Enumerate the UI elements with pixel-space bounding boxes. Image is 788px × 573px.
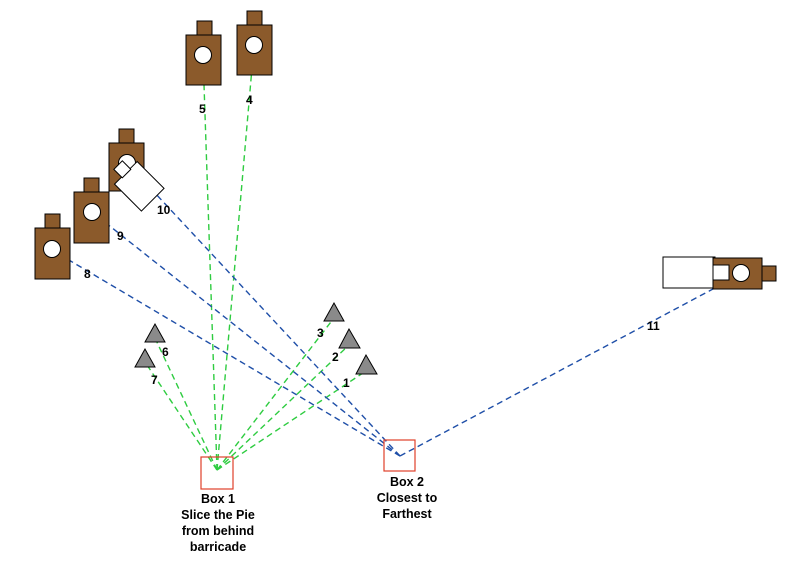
steel-target-3 <box>323 301 345 322</box>
box1-caption: Box 1 Slice the Pie from behind barricad… <box>181 492 255 554</box>
target-4 <box>236 10 273 76</box>
steel-target-2 <box>338 327 361 349</box>
sight-line-box2-t8 <box>51 249 401 457</box>
shooting-box-1 <box>200 456 234 490</box>
sight-line-box1-t3 <box>216 317 335 471</box>
target-9 <box>73 177 110 244</box>
box1-caption-line-4: barricade <box>190 540 246 554</box>
target-label-11: 11 <box>647 319 660 333</box>
sight-line-box1-t7 <box>144 361 218 471</box>
target-label-8: 8 <box>84 267 91 281</box>
box1-caption-line-2: Slice the Pie <box>181 508 255 522</box>
target-label-3: 3 <box>317 326 324 340</box>
box1-sight-lines <box>144 44 367 471</box>
box2-caption-line-3: Farthest <box>382 507 432 521</box>
sight-line-box1-t6 <box>154 337 218 471</box>
target-8 <box>34 213 71 280</box>
box2-sight-lines <box>51 162 742 457</box>
target-label-2: 2 <box>332 350 339 364</box>
sight-line-box1-t4 <box>216 44 255 471</box>
target-label-6: 6 <box>162 345 169 359</box>
steel-target-1 <box>355 353 378 375</box>
sight-line-box2-t11 <box>399 273 742 457</box>
no-shoot-panel-11 <box>662 256 716 289</box>
steel-target-7 <box>134 347 156 368</box>
box1-caption-line-3: from behind <box>182 524 254 538</box>
steel-target-6 <box>144 322 166 343</box>
target-5 <box>185 20 222 86</box>
target-label-5: 5 <box>199 102 206 116</box>
shooting-box-2 <box>383 439 416 472</box>
target-label-7: 7 <box>151 373 158 387</box>
target-11 <box>662 256 777 290</box>
box1-caption-line-1: Box 1 <box>201 492 235 506</box>
sight-line-box2-t9 <box>91 211 401 457</box>
box2-caption-line-2: Closest to <box>377 491 438 505</box>
target-label-1: 1 <box>343 376 350 390</box>
box2-caption-line-1: Box 2 <box>390 475 424 489</box>
sight-line-box1-t5 <box>202 54 218 471</box>
sight-line-box1-t2 <box>216 344 350 471</box>
target-label-4: 4 <box>246 93 253 107</box>
target-label-10: 10 <box>157 203 171 217</box>
sight-line-box2-t10 <box>126 162 401 457</box>
no-shoot-panel-10 <box>113 160 165 212</box>
box2-caption: Box 2 Closest to Farthest <box>377 475 438 521</box>
target-label-9: 9 <box>117 229 124 243</box>
